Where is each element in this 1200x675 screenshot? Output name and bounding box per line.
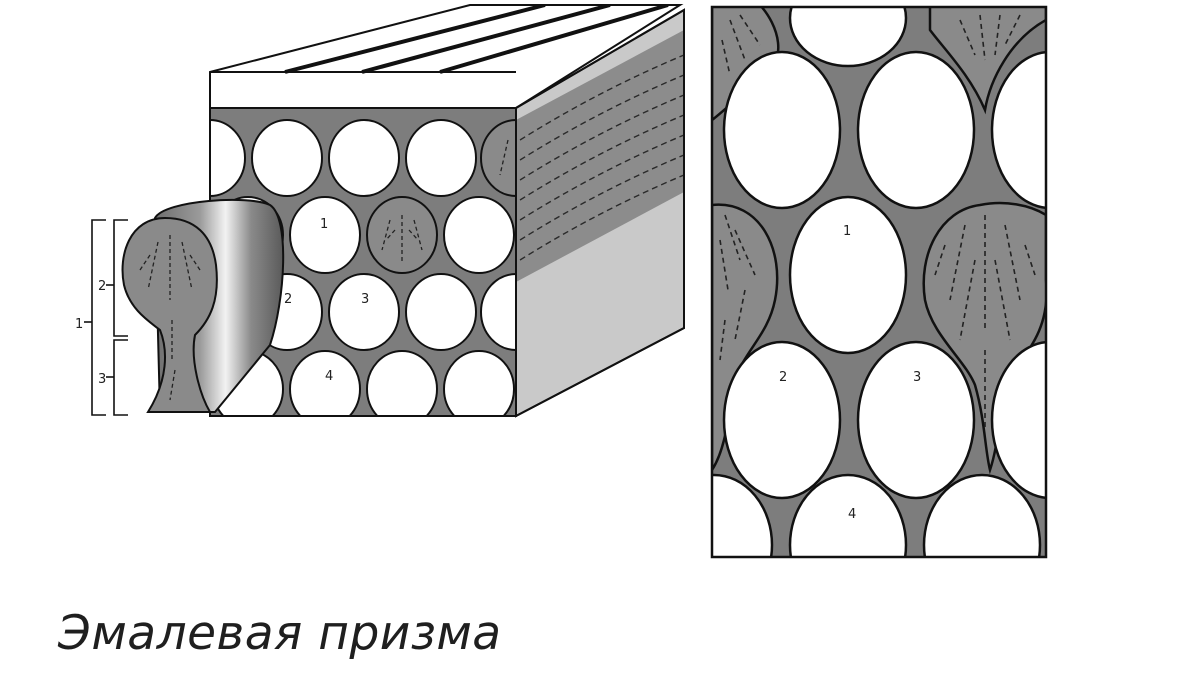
- bracket-label-head: 2: [98, 279, 106, 294]
- bracket-label-whole-prism: 1: [75, 317, 83, 332]
- top-prism-lines: [210, 5, 669, 74]
- prism-block-3d: 1 2 3 1 2 3 4: [75, 4, 685, 418]
- left-prism-number-1: 1: [320, 217, 328, 232]
- block-side-face: [515, 8, 685, 418]
- left-prism-number-3: 3: [361, 292, 369, 307]
- block-front-face: [209, 107, 517, 417]
- prism-cross-section: 1 2 3 4: [710, 5, 1048, 559]
- bracket-label-tail: 3: [98, 372, 106, 387]
- right-prism-number-4: 4: [848, 507, 856, 522]
- right-prism-number-2: 2: [779, 370, 787, 385]
- right-prism-number-1: 1: [843, 224, 851, 239]
- prism-keyhole-section: [121, 216, 218, 413]
- extracted-prism: [121, 198, 285, 413]
- left-prism-number-4: 4: [325, 369, 333, 384]
- figure-caption: Эмалевая призма: [58, 606, 502, 661]
- enamel-prism-diagram: 1 2 3 1 2 3 4: [75, 4, 1048, 559]
- left-prism-number-2: 2: [284, 292, 292, 307]
- block-top-face: [209, 4, 684, 109]
- right-shaded-prism-right: [922, 201, 1046, 475]
- right-prism-number-3: 3: [913, 370, 921, 385]
- prism-parts-bracket: [84, 219, 128, 416]
